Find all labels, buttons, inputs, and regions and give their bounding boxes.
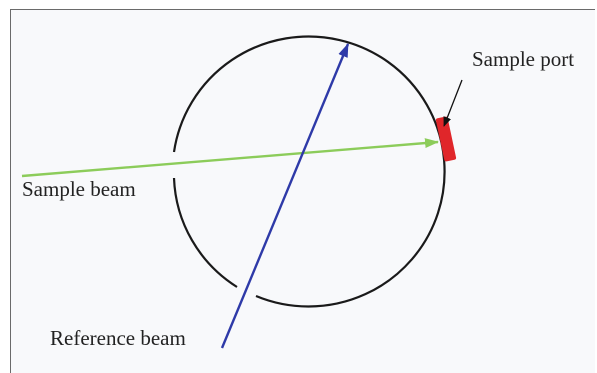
sphere-wall-lower-left: [172, 177, 238, 288]
sample-port-rect: [435, 116, 457, 162]
sample-beam-label: Sample beam: [22, 177, 136, 201]
reference-beam-label: Reference beam: [50, 326, 186, 350]
sphere-wall-main: [172, 35, 446, 308]
reference-beam-arrow: [220, 43, 350, 349]
diagram-frame: [10, 9, 595, 373]
sample-beam-arrow: [21, 138, 439, 178]
sample-port-pointer: [443, 79, 463, 127]
sample-port-label: Sample port: [472, 47, 574, 71]
